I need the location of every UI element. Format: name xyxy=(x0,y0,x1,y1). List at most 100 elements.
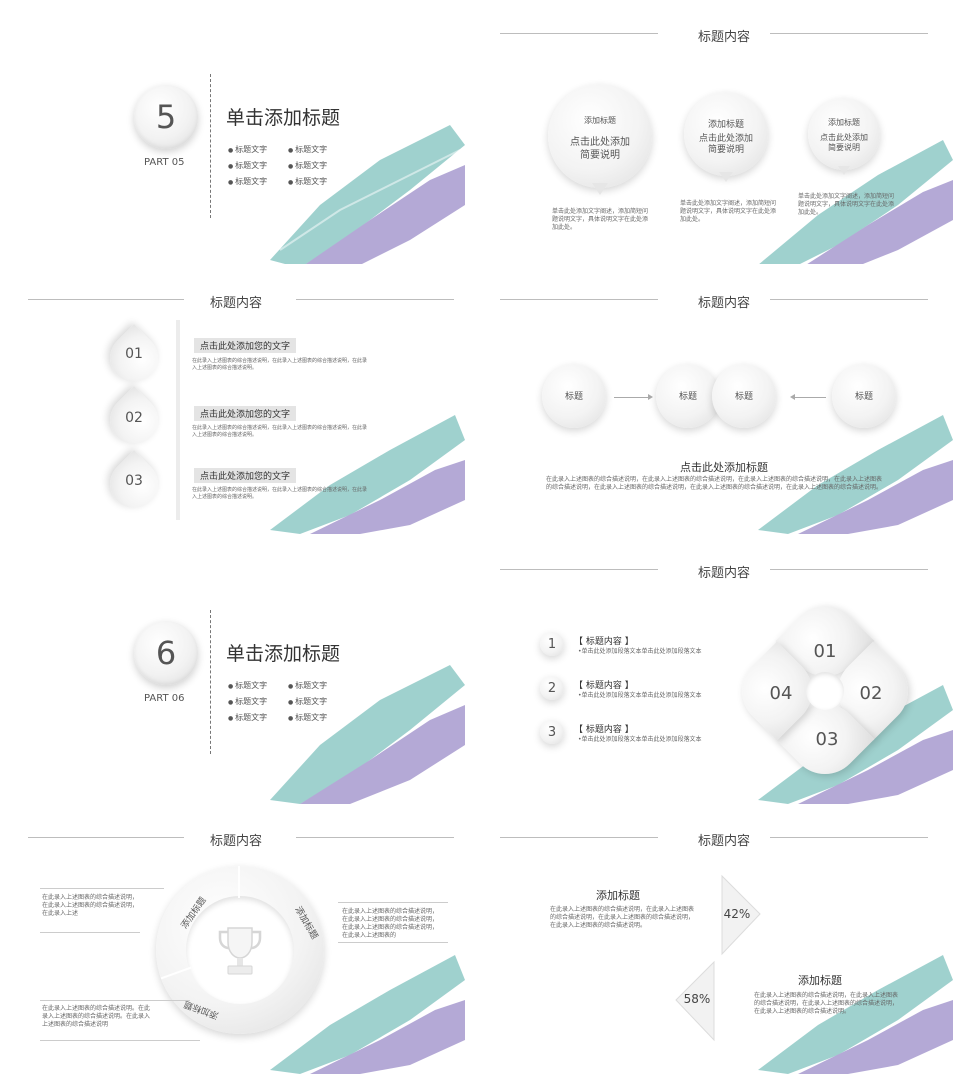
item-desc: 在此录入上述图表的综合描述说明，在此录入上述图表的综合描述说明，在此录入上述图表… xyxy=(192,487,368,500)
flow-circle[interactable] xyxy=(832,364,896,428)
bullet-item: 标题文字 xyxy=(288,176,348,187)
slide-heading: 标题内容 xyxy=(488,292,960,311)
number-circle xyxy=(540,720,564,744)
speech-bubble[interactable] xyxy=(808,98,880,170)
arrow-head xyxy=(790,394,795,400)
circle-label: 标题 xyxy=(564,392,583,402)
slide-timeline: 标题内容 01 点击此处添加您的文字 在此录入上述图表的综合描述说明，在此录入上… xyxy=(0,270,472,534)
bullet-list: 标题文字 标题文字 标题文字 标题文字 标题文字 标题文字 xyxy=(228,680,348,723)
bubble-desc: 单击此处添加文字阐述，添加简短问题说明文字，具体说明文字在此处添加此处。 xyxy=(798,193,895,216)
block-title[interactable]: 添加标题 xyxy=(798,974,842,987)
bubble-text: 点击此处添加 简要说明 xyxy=(698,134,753,155)
block-desc: 在此录入上述图表的综合描述说明，在此录入上述图表的综合描述说明，在此录入上述图表… xyxy=(550,906,695,929)
slide-heading: 标题内容 xyxy=(488,562,960,581)
part-number-circle: 5 xyxy=(134,85,198,149)
bullet-item: 标题文字 xyxy=(228,712,288,723)
bubble-tail xyxy=(719,172,733,182)
text-rule xyxy=(338,902,448,903)
petal-label: 03 xyxy=(815,729,839,750)
flow-circle[interactable] xyxy=(542,364,606,428)
number-circle xyxy=(540,632,564,656)
bubble-tail xyxy=(838,166,850,175)
slide-circle-flow: 标题内容 标题 标题 标题 标题 点击此处添加标题 在此录入上述图表的综合描述说… xyxy=(488,270,960,534)
text-rule xyxy=(40,1000,190,1001)
bullet-item: 标题文字 xyxy=(228,144,288,155)
slide-petals: 标题内容 1 【 标题内容 】 •单击此处添加段落文本单击此处添加段落文本 2 … xyxy=(488,540,960,804)
ring-text: 在此录入上述图表的综合描述说明，在此录入上述图表的综合描述说明，在此录入上述 xyxy=(42,894,139,917)
heading-text: 标题内容 xyxy=(697,834,750,849)
slide-cover-06: 6 PART 06 单击添加标题 标题文字 标题文字 标题文字 标题文字 标题文… xyxy=(0,540,472,804)
item-title[interactable]: 【 标题内容 】 xyxy=(574,681,634,691)
bullet-item: 标题文字 xyxy=(288,680,348,691)
item-title-tag[interactable]: 点击此处添加您的文字 xyxy=(194,468,297,483)
circle-label: 标题 xyxy=(678,392,697,402)
part-label: PART 06 xyxy=(144,693,185,704)
arrow-head xyxy=(648,394,653,400)
slide-heading: 标题内容 xyxy=(0,830,472,849)
speech-bubble[interactable] xyxy=(548,84,652,188)
bubble-tail xyxy=(592,183,608,195)
bubble-desc: 单击此处添加文字阐述，添加简短问题说明文字，具体说明文字在此处添加此处。 xyxy=(552,208,649,231)
marker-number: 01 xyxy=(125,346,143,362)
percent-arrow-up[interactable] xyxy=(718,874,762,956)
bubble-text: 点击此处添加 简要说明 xyxy=(820,133,868,152)
item-desc: 在此录入上述图表的综合描述说明，在此录入上述图表的综合描述说明，在此录入上述图表… xyxy=(192,358,368,371)
item-desc: •单击此处添加段落文本单击此处添加段落文本 xyxy=(578,736,702,743)
heading-text: 标题内容 xyxy=(209,296,262,311)
text-rule xyxy=(40,932,140,933)
item-title[interactable]: 【 标题内容 】 xyxy=(574,725,634,735)
number-text: 3 xyxy=(547,725,557,740)
circle-label: 标题 xyxy=(734,392,753,402)
bullet-item: 标题文字 xyxy=(288,144,348,155)
slide-heading: 标题内容 xyxy=(488,26,960,45)
item-title-tag[interactable]: 点击此处添加您的文字 xyxy=(194,338,297,353)
item-title-tag[interactable]: 点击此处添加您的文字 xyxy=(194,406,297,421)
item-desc: •单击此处添加段落文本单击此处添加段落文本 xyxy=(578,692,702,699)
bullet-item: 标题文字 xyxy=(228,680,288,691)
text-rule xyxy=(40,888,164,889)
arrow-left xyxy=(794,397,826,398)
heading-text: 标题内容 xyxy=(697,566,750,581)
petal-center-hole xyxy=(806,672,844,710)
marker-number: 02 xyxy=(125,410,143,426)
marker-number: 03 xyxy=(125,473,143,489)
slide-heading: 标题内容 xyxy=(488,830,960,849)
cover-title[interactable]: 单击添加标题 xyxy=(226,107,341,129)
bullet-item: 标题文字 xyxy=(228,160,288,171)
bullet-item: 标题文字 xyxy=(288,712,348,723)
petal-label: 04 xyxy=(769,683,793,704)
percent-label: 58% xyxy=(683,992,711,1006)
number-circle xyxy=(540,676,564,700)
block-desc: 在此录入上述图表的综合描述说明，在此录入上述图表的综合描述说明，在此录入上述图表… xyxy=(754,992,899,1015)
cover-title[interactable]: 单击添加标题 xyxy=(226,643,341,665)
flow-circle[interactable] xyxy=(712,364,776,428)
bubble-desc: 单击此处添加文字阐述，添加简短问题说明文字，具体说明文字在此处添加此处。 xyxy=(680,200,777,223)
part-label: PART 05 xyxy=(144,157,185,168)
flow-circle[interactable] xyxy=(656,364,720,428)
part-number-circle: 6 xyxy=(134,621,198,685)
slide-percent-arrows: 标题内容 添加标题 在此录入上述图表的综合描述说明，在此录入上述图表的综合描述说… xyxy=(488,810,960,1074)
bullet-list: 标题文字 标题文字 标题文字 标题文字 标题文字 标题文字 xyxy=(228,144,348,187)
slide-bubbles: 标题内容 添加标题 点击此处添加 简要说明 单击此处添加文字阐述，添加简短问题说… xyxy=(488,0,960,264)
circle-label: 标题 xyxy=(854,392,873,402)
slide-trophy-ring: 标题内容 添加标题 添加标题 添加标题 在此录入上述图表的综合描述说明，在此录入… xyxy=(0,810,472,1074)
ring-divider xyxy=(238,866,240,898)
number-text: 1 xyxy=(547,637,557,652)
bubble-label: 添加标题 xyxy=(584,116,616,125)
item-desc: 在此录入上述图表的综合描述说明，在此录入上述图表的综合描述说明，在此录入上述图表… xyxy=(192,425,368,438)
arrow-right xyxy=(614,397,650,398)
block-title[interactable]: 添加标题 xyxy=(596,889,640,902)
flow-desc: 在此录入上述图表的综合描述说明，在此录入上述图表的综合描述说明，在此录入上述图表… xyxy=(546,476,883,491)
percent-label: 42% xyxy=(723,907,751,921)
flow-title[interactable]: 点击此处添加标题 xyxy=(680,461,768,474)
speech-bubble[interactable] xyxy=(684,92,768,176)
percent-arrow-down[interactable] xyxy=(674,960,718,1042)
paint-brush-decoration xyxy=(270,665,465,804)
ring-text: 在此录入上述图表的综合描述说明。在此录入上述图表的综合描述说明。在此录入上述图表… xyxy=(42,1005,151,1028)
heading-text: 标题内容 xyxy=(697,296,750,311)
bubble-label: 添加标题 xyxy=(828,118,860,127)
item-desc: •单击此处添加段落文本单击此处添加段落文本 xyxy=(578,648,702,655)
item-title[interactable]: 【 标题内容 】 xyxy=(574,637,634,647)
divider-dashed xyxy=(210,610,211,754)
number-text: 2 xyxy=(547,681,557,696)
